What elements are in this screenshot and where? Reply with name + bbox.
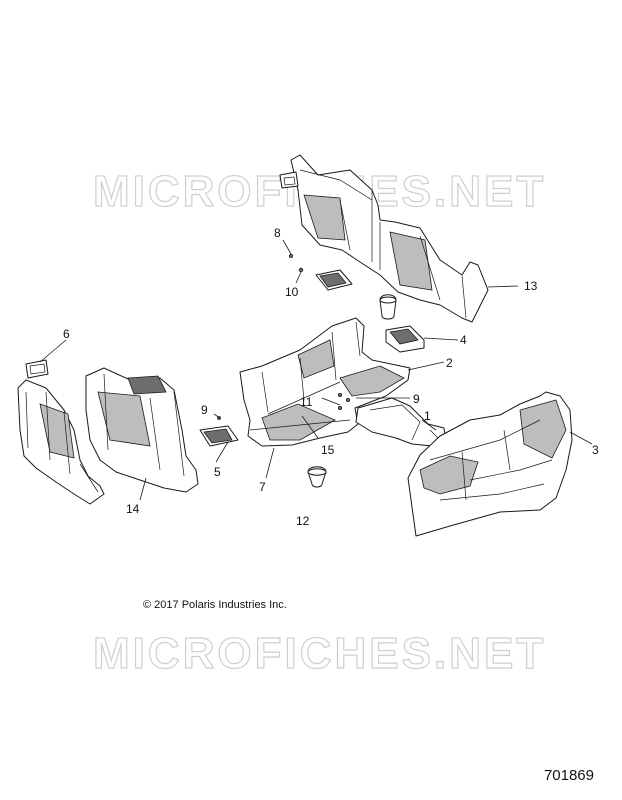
part-14-left-floor <box>85 367 199 493</box>
callout-9-left: 9 <box>201 403 208 417</box>
part-6-trim <box>25 359 49 379</box>
callout-6: 6 <box>63 327 70 341</box>
copyright-notice: © 2017 Polaris Industries Inc. <box>143 599 287 611</box>
part-12-cup-holder <box>307 466 327 488</box>
callout-9-center: 9 <box>413 392 420 406</box>
callout-10: 10 <box>285 285 299 299</box>
callout-1: 1 <box>424 409 431 423</box>
part-3-right-floor <box>407 391 573 537</box>
callout-3: 3 <box>592 443 599 457</box>
callout-12: 12 <box>296 514 310 528</box>
callouts: 1 2 3 4 5 6 7 8 9 9 10 11 12 13 14 15 <box>63 226 599 528</box>
fasteners-8-10 <box>288 253 304 273</box>
left-outer-side-panel <box>17 379 105 505</box>
callout-5: 5 <box>214 465 221 479</box>
callout-2: 2 <box>446 356 453 370</box>
part-5-step-pad <box>199 416 239 447</box>
part-4-step-pad <box>385 325 425 353</box>
part-13-rear-panel <box>279 154 489 323</box>
step-pad-upper <box>315 269 353 291</box>
callout-13: 13 <box>524 279 538 293</box>
callout-4: 4 <box>460 333 467 347</box>
callout-15: 15 <box>321 443 335 457</box>
figure-number: 701869 <box>543 767 594 784</box>
part-7-center-floor <box>239 317 411 447</box>
leader-lines <box>39 239 593 501</box>
callout-8: 8 <box>274 226 281 240</box>
callout-11: 11 <box>300 395 313 409</box>
watermark-bottom: MICROFICHES.NET <box>93 629 546 678</box>
callout-14: 14 <box>126 502 140 516</box>
callout-7: 7 <box>259 480 266 494</box>
fasteners-9-11 <box>337 392 350 410</box>
part-1-cover <box>355 397 447 447</box>
cup-holder-upper <box>379 294 397 320</box>
